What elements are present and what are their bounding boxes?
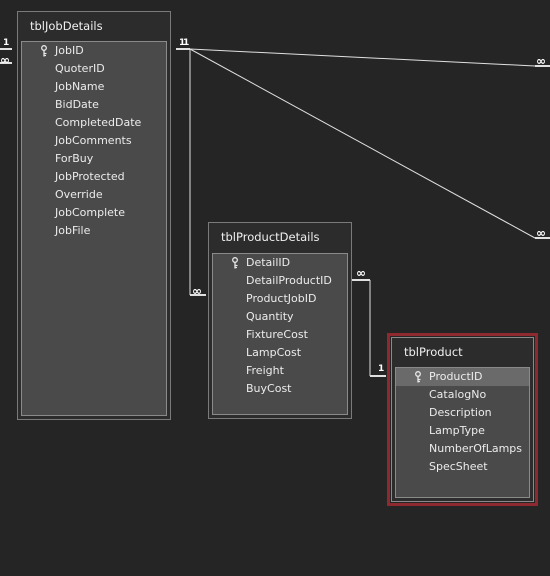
field-label: CatalogNo (429, 388, 487, 401)
cardinality-many-left: ∞ (0, 53, 10, 67)
cardinality-one-job-2: 1 (183, 38, 190, 48)
field-row[interactable]: JobComplete (22, 204, 166, 222)
field-row[interactable]: Description (396, 404, 529, 422)
field-label: DetailID (246, 256, 291, 269)
field-label: CompletedDate (55, 116, 142, 129)
field-row[interactable]: LampCost (213, 344, 347, 362)
selection-outline (387, 333, 538, 506)
field-row[interactable]: JobComments (22, 132, 166, 150)
table-title[interactable]: tblProduct (404, 345, 463, 359)
field-label: JobComments (55, 134, 132, 147)
primary-key-icon (41, 45, 47, 57)
field-label: QuoterID (55, 62, 105, 75)
primary-key-icon (415, 371, 421, 383)
cardinality-many-productdetails: ∞ (192, 284, 202, 298)
field-label: JobProtected (55, 170, 125, 183)
field-row[interactable]: FixtureCost (213, 326, 347, 344)
field-row[interactable]: SpecSheet (396, 458, 529, 476)
field-label: JobComplete (55, 206, 125, 219)
table-title[interactable]: tblProductDetails (221, 230, 320, 244)
table-productdetails[interactable]: tblProductDetails DetailID DetailProductI… (208, 222, 352, 419)
field-label: ProductID (429, 370, 483, 383)
field-label: SpecSheet (429, 460, 488, 473)
field-label: FixtureCost (246, 328, 308, 341)
primary-key-icon (232, 257, 238, 269)
field-label: LampType (429, 424, 485, 437)
field-row[interactable]: ProductJobID (213, 290, 347, 308)
cardinality-many-right-bottom: ∞ (536, 226, 546, 240)
field-row[interactable]: NumberOfLamps (396, 440, 529, 458)
field-list[interactable]: DetailID DetailProductID ProductJobID Quant… (212, 253, 348, 415)
field-row[interactable]: Quantity (213, 308, 347, 326)
field-label: Freight (246, 364, 284, 377)
field-label: DetailProductID (246, 274, 332, 287)
field-label: BuyCost (246, 382, 292, 395)
field-row[interactable]: CompletedDate (22, 114, 166, 132)
cardinality-many-detail-out: ∞ (356, 266, 366, 280)
field-row[interactable]: LampType (396, 422, 529, 440)
field-label: BidDate (55, 98, 99, 111)
field-label: ProductJobID (246, 292, 317, 305)
field-label: NumberOfLamps (429, 442, 523, 455)
field-row[interactable]: QuoterID (22, 60, 166, 78)
field-label: JobID (55, 44, 84, 57)
field-row[interactable]: Freight (213, 362, 347, 380)
field-label: JobFile (55, 224, 91, 237)
field-row[interactable]: BidDate (22, 96, 166, 114)
field-label: Quantity (246, 310, 294, 323)
cardinality-one-job: 1 (179, 38, 186, 48)
cardinality-one-left: 1 (3, 38, 10, 48)
field-row[interactable]: ForBuy (22, 150, 166, 168)
cardinality-many-right-top: ∞ (536, 54, 546, 68)
field-label: Description (429, 406, 492, 419)
field-row[interactable]: JobID (22, 42, 166, 60)
field-label: Override (55, 188, 103, 201)
cardinality-one-product: 1 (378, 364, 385, 374)
field-label: JobName (55, 80, 105, 93)
field-row[interactable]: DetailID (213, 254, 347, 272)
field-row[interactable]: DetailProductID (213, 272, 347, 290)
field-row[interactable]: JobProtected (22, 168, 166, 186)
field-row[interactable]: Override (22, 186, 166, 204)
field-row[interactable]: JobName (22, 78, 166, 96)
field-label: ForBuy (55, 152, 94, 165)
field-row[interactable]: JobFile (22, 222, 166, 240)
field-row[interactable]: BuyCost (213, 380, 347, 398)
field-row[interactable]: ProductID (396, 368, 529, 386)
field-label: LampCost (246, 346, 302, 359)
table-title[interactable]: tblJobDetails (30, 19, 103, 33)
field-row[interactable]: CatalogNo (396, 386, 529, 404)
